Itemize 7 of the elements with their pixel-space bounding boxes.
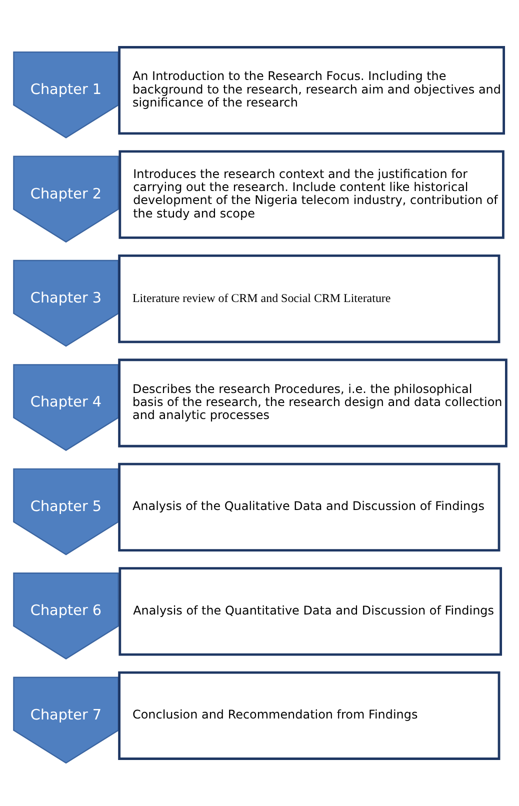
node-box: Describes the research Procedures, i.e. the philosophical basis of the research, the research design and data collection and analytic processes <box>118 358 507 448</box>
node-box: Conclusion and Recommendation from Findings <box>118 671 500 760</box>
node-box: Analysis of the Qualitative Data and Discussion of Findings <box>118 462 500 552</box>
node-box: Introduces the research context and the justification for carrying out the research. Include content like historical development of the Nigeria telecom industry, contribution of the study and scope <box>118 150 504 239</box>
node-box: Analysis of the Quantitative Data and Discussion of Findings <box>118 567 502 656</box>
node-box: An Introduction to the Research Focus. Including the background to the research, research aim and objectives and significance of the research <box>118 46 505 135</box>
node-box: Literature review of CRM and Social CRM Literature <box>118 254 500 344</box>
